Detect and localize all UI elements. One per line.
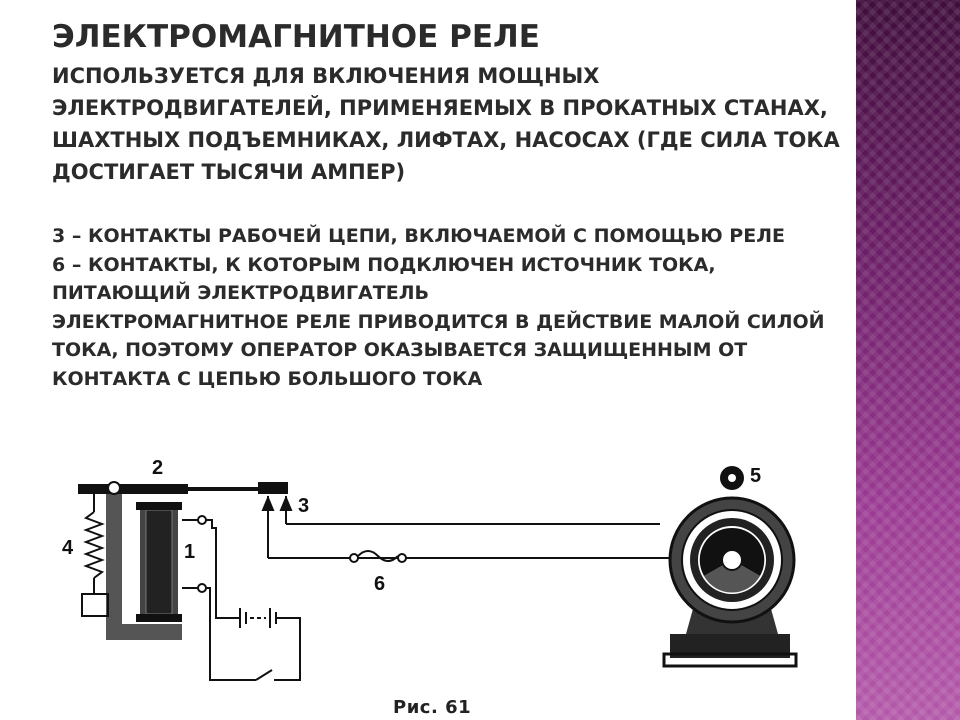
label-fuse-6: 6 bbox=[374, 573, 385, 595]
control-circuit bbox=[182, 515, 301, 681]
label-armature-2: 2 bbox=[152, 457, 163, 479]
spring-4 bbox=[83, 494, 105, 594]
slide-lead-text: используется для включения мощных электр… bbox=[52, 64, 840, 184]
relay-coil-1 bbox=[136, 502, 182, 622]
label-spring-4: 4 bbox=[62, 537, 74, 559]
relay-frame bbox=[81, 490, 182, 640]
figure-caption: Рис. 61 bbox=[393, 697, 472, 718]
power-circuit bbox=[268, 523, 680, 563]
label-contacts-3: 3 bbox=[298, 495, 309, 517]
decorative-side-stripe bbox=[856, 0, 960, 720]
electric-motor-5 bbox=[662, 466, 798, 668]
slide-title: Электромагнитное реле bbox=[52, 19, 540, 55]
relay-circuit-diagram: 2 3 4 1 5 6 bbox=[62, 457, 798, 681]
relay-armature bbox=[78, 481, 288, 495]
notes-block: 3 – контакты рабочей цепи, включаемой с … bbox=[52, 222, 842, 393]
note-contacts-6: 6 – контакты, к которым подключен источн… bbox=[52, 253, 716, 305]
working-contacts-3 bbox=[261, 495, 293, 558]
label-coil-1: 1 bbox=[184, 541, 195, 563]
note-contacts-3: 3 – контакты рабочей цепи, включаемой с … bbox=[52, 225, 785, 247]
note-safety: Электромагнитное реле приводится в дейст… bbox=[52, 310, 825, 390]
label-motor-5: 5 bbox=[750, 465, 761, 487]
